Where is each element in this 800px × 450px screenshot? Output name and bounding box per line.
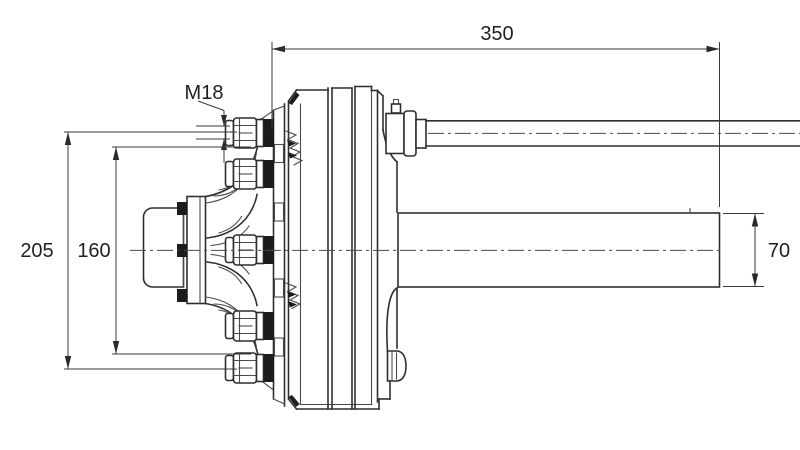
dimension-205: 205 [20, 131, 237, 370]
drum-chamfer-shade [288, 395, 300, 407]
dim-label-350: 350 [480, 23, 513, 45]
flange-bolt [177, 202, 187, 215]
flange-bolt [177, 289, 187, 302]
wheel-stud [224, 158, 275, 190]
wheel-stud [224, 117, 275, 149]
retainer-clips [285, 130, 304, 310]
dim-label-160: 160 [77, 240, 110, 262]
dimension-m18: M18 [185, 82, 230, 163]
dim-label-m18: M18 [185, 82, 224, 104]
flange-bolt [177, 244, 187, 257]
brake-cam-rod [425, 120, 800, 147]
dimension-160: 160 [77, 146, 251, 355]
wheel-mount-flange [272, 103, 286, 407]
dimension-350: 350 [271, 23, 720, 207]
wheel-stud [224, 310, 275, 342]
mount-lug [386, 350, 407, 382]
axle-tube [397, 207, 721, 288]
wheel-stud [224, 352, 275, 384]
dim-label-205: 205 [20, 240, 53, 262]
brake-drum [287, 85, 407, 411]
dim-label-70: 70 [768, 240, 790, 262]
cam-bearing-fitting [385, 98, 427, 157]
dimension-70: 70 [723, 213, 790, 287]
grease-nipple [390, 103, 402, 114]
grease-cap [142, 207, 185, 288]
drum-chamfer-shade [288, 92, 300, 105]
